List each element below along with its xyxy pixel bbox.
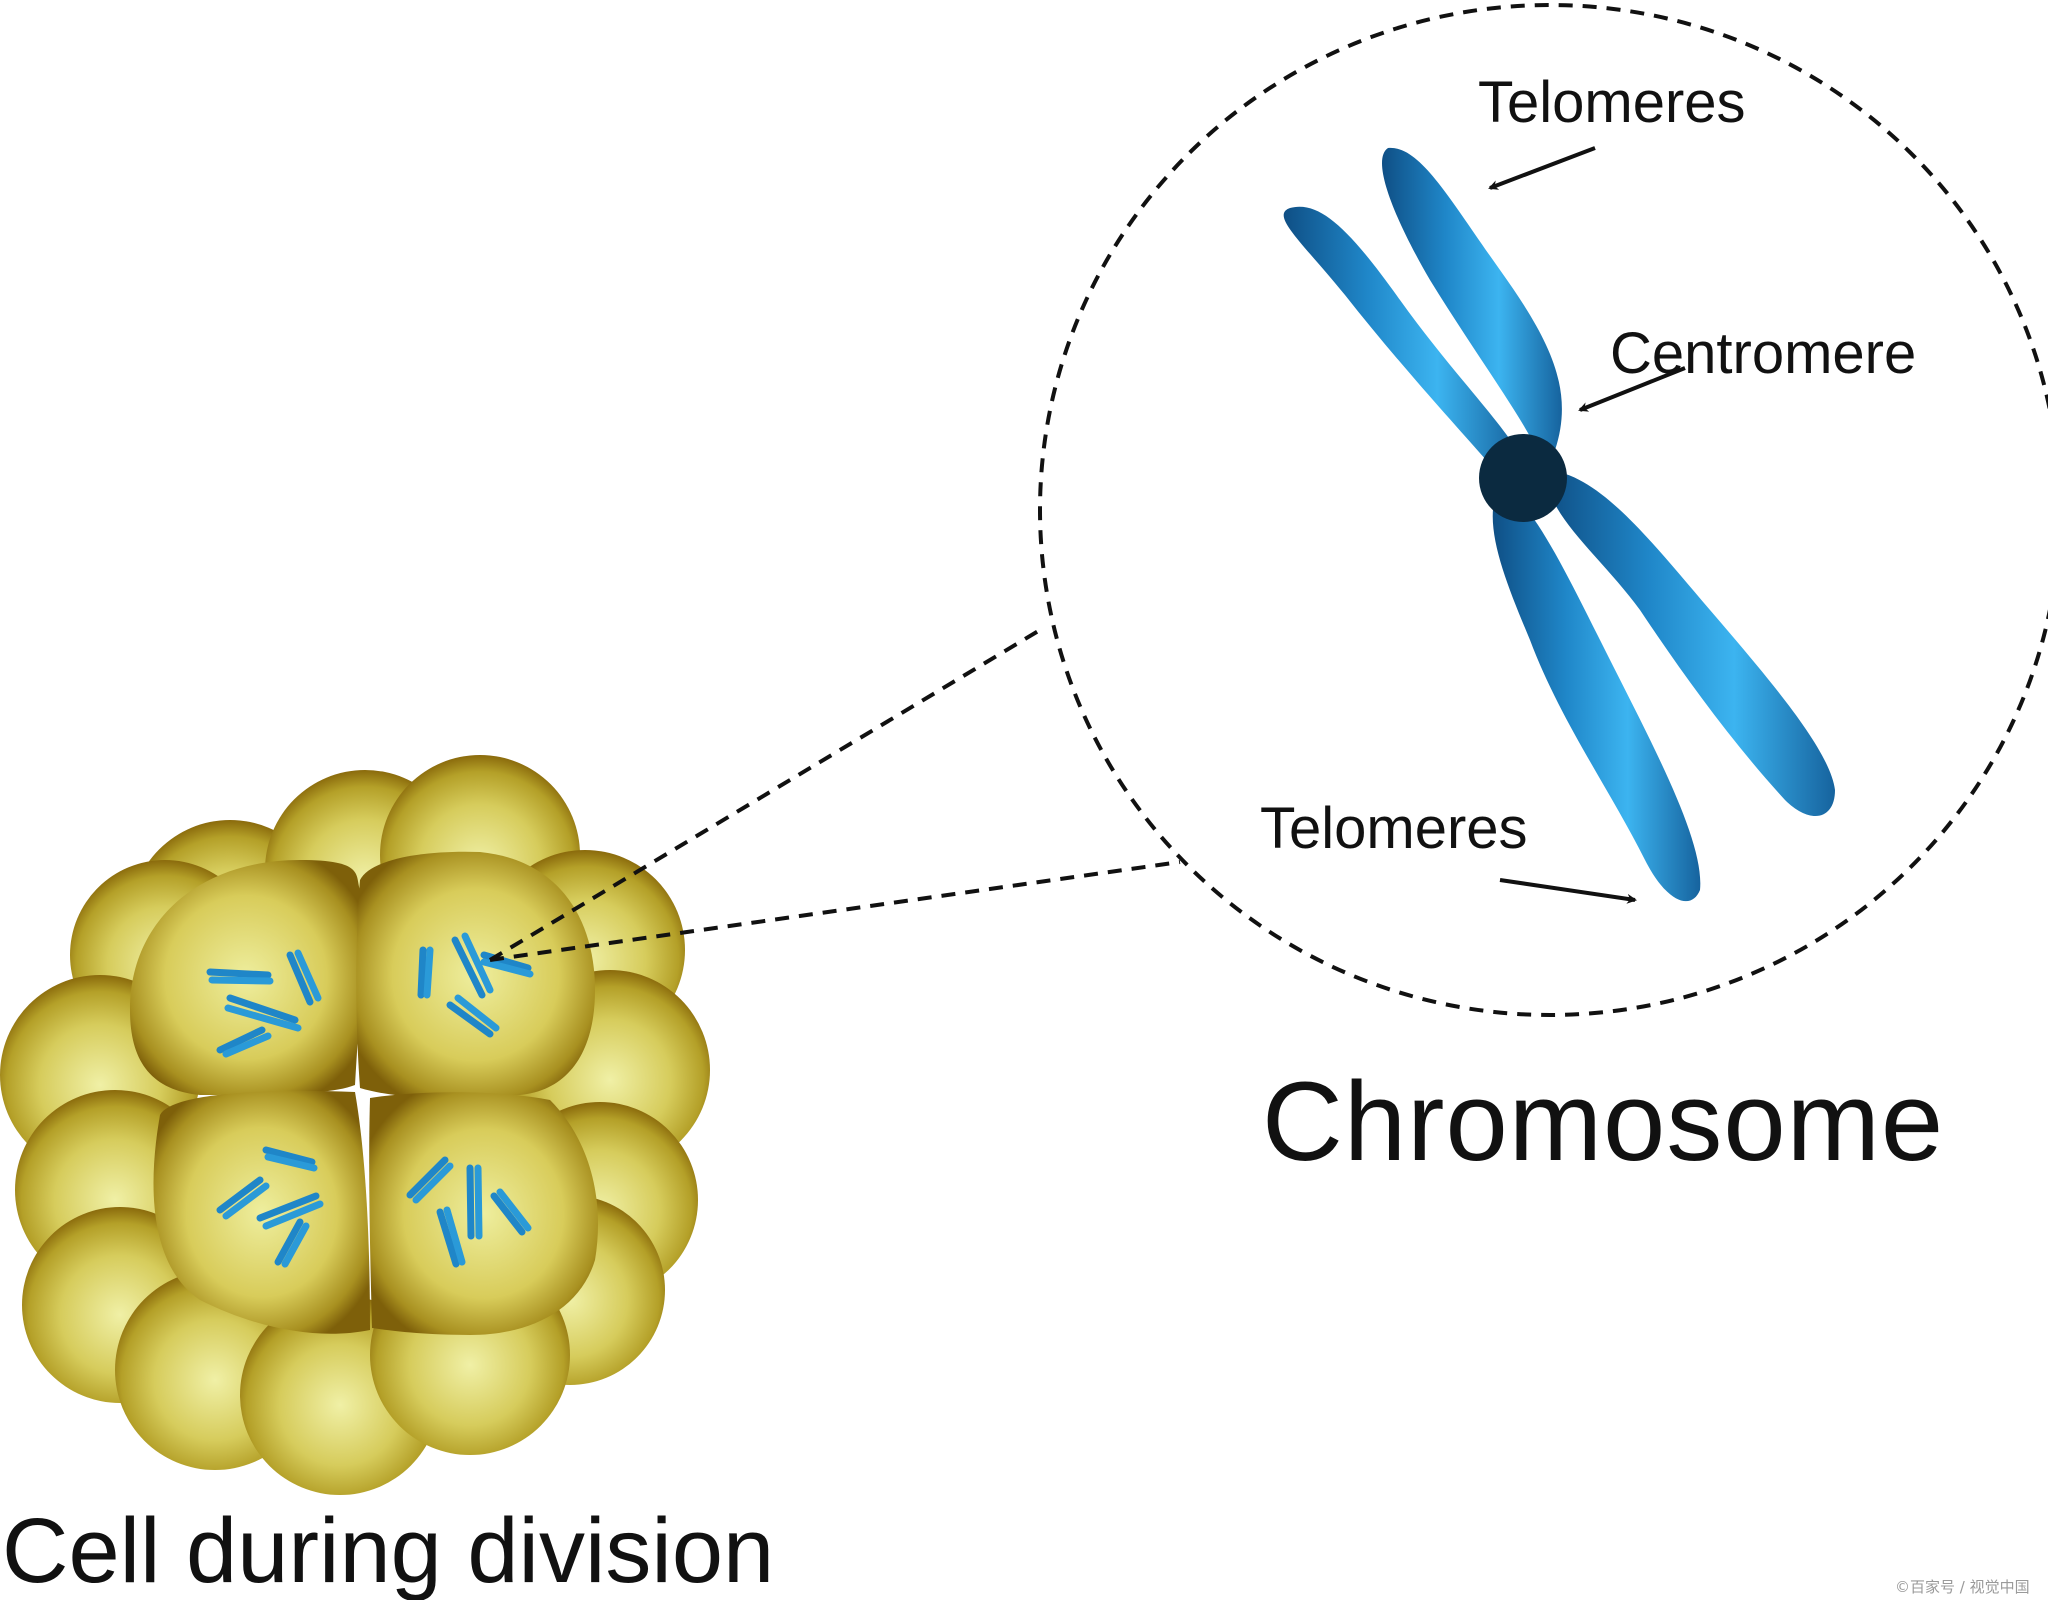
chromosome-illustration [1283, 147, 1835, 902]
chromatid-arm-lower-right [1547, 470, 1835, 817]
watermark: ©百家号 / 视觉中国 [1895, 1578, 2030, 1596]
arrow-centromere [1578, 366, 1686, 412]
chromatid-arm-upper-right [1382, 147, 1562, 450]
chromatid-arm-lower-left [1492, 485, 1701, 902]
arrow-telomeres-bottom [1499, 878, 1637, 904]
chromosome-title: Chromosome [1262, 1059, 1944, 1184]
callout-line-upper [488, 628, 1042, 962]
centromere-dot [1479, 434, 1567, 522]
label-arrows [1488, 146, 1686, 904]
cell-caption: Cell during division [2, 1500, 774, 1600]
zoom-circle [1038, 3, 2048, 1017]
telomeres-bottom-label: Telomeres [1260, 796, 1528, 861]
arrow-telomeres-top [1488, 146, 1596, 190]
callout-line-lower [489, 860, 1181, 962]
chromatid-arm-upper-left [1283, 206, 1520, 470]
centromere-label: Centromere [1610, 321, 1916, 386]
telomeres-top-label: Telomeres [1478, 70, 1746, 135]
dividing-cell-cluster [0, 755, 710, 1495]
zoom-callout [488, 3, 2048, 1017]
